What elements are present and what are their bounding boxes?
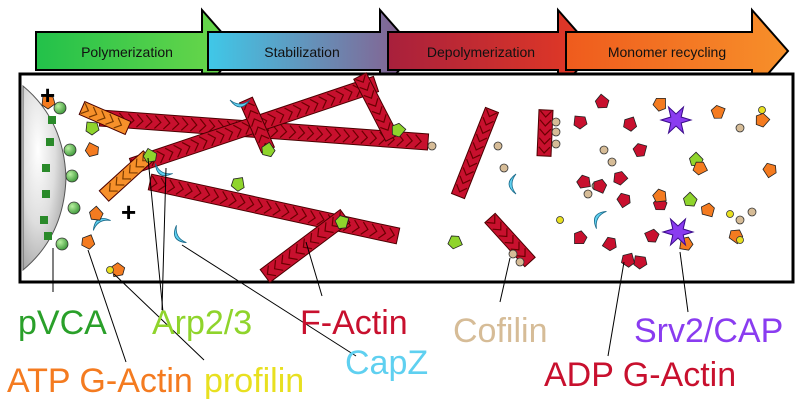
pvca-domain-1 bbox=[46, 138, 54, 146]
capz-1 bbox=[154, 163, 173, 176]
capz-2 bbox=[174, 225, 187, 244]
adp-g-actin-10 bbox=[644, 228, 660, 243]
atp-g-actin-2 bbox=[89, 205, 104, 221]
cofilin-4 bbox=[551, 127, 561, 137]
particles bbox=[40, 93, 777, 278]
cofilin-11 bbox=[607, 157, 617, 167]
profilin-2 bbox=[726, 210, 734, 218]
adp-g-actin-7 bbox=[616, 192, 631, 209]
legend-adp-g-actin: ADP G-Actin bbox=[544, 356, 736, 394]
filament-right-stub bbox=[353, 72, 399, 142]
pvca-domain-0 bbox=[48, 116, 56, 124]
stage-label-0: Polymerization bbox=[81, 44, 173, 60]
legend-capz: CapZ bbox=[345, 344, 428, 382]
pvca-domain-3 bbox=[42, 190, 50, 198]
depoly-fragment-3 bbox=[536, 109, 554, 157]
atp-g-actin-0 bbox=[41, 95, 56, 110]
pvca-domain-5 bbox=[44, 232, 52, 240]
srv2-cap-1 bbox=[661, 217, 695, 247]
cofilin-12 bbox=[735, 123, 745, 133]
stage-label-1: Stabilization bbox=[264, 44, 340, 60]
atp-g-actin-9 bbox=[700, 202, 715, 218]
cofilin-2 bbox=[499, 163, 509, 173]
pvca-ball-4 bbox=[55, 237, 69, 251]
stage-arrow-0 bbox=[35, 7, 240, 95]
legend-cofilin: Cofilin bbox=[453, 312, 547, 350]
stage-arrow-3 bbox=[565, 7, 790, 95]
arp23-4 bbox=[334, 215, 350, 229]
stage-arrows: Polymerization Stabilization Depolymerizat… bbox=[35, 7, 790, 95]
legend-profilin: profilin bbox=[204, 362, 304, 400]
arp23-2 bbox=[261, 141, 276, 158]
growing-branch-top bbox=[78, 100, 132, 136]
adp-g-actin-2 bbox=[623, 116, 638, 132]
cell-box bbox=[18, 72, 795, 284]
adp-g-actin-4 bbox=[613, 171, 629, 186]
stage-arrow-1 bbox=[207, 7, 418, 95]
cofilin-1 bbox=[493, 141, 503, 151]
adp-g-actin-1 bbox=[594, 93, 610, 109]
pvca-ball-1 bbox=[63, 143, 77, 157]
srv2-cap-0 bbox=[659, 105, 693, 135]
atp-g-actin-3 bbox=[81, 234, 96, 250]
adp-g-actin-6 bbox=[593, 178, 608, 194]
capz-5 bbox=[92, 218, 111, 231]
atp-g-actin-1 bbox=[84, 142, 99, 157]
legend-f-actin: F-Actin bbox=[300, 304, 408, 342]
arp23-0 bbox=[85, 121, 100, 136]
pvca-domain-2 bbox=[42, 164, 50, 172]
legend-srv2-cap: Srv2/CAP bbox=[634, 312, 783, 350]
arp23-free-1 bbox=[683, 191, 698, 207]
cofilin-9 bbox=[583, 189, 593, 199]
pvca-ball-0 bbox=[53, 101, 67, 115]
depoly-fragment-1 bbox=[450, 106, 500, 200]
cofilin-10 bbox=[599, 145, 609, 155]
adp-g-actin-5 bbox=[576, 174, 591, 189]
arp23-1 bbox=[142, 147, 158, 163]
cofilin-0 bbox=[427, 141, 437, 151]
pvca-domain-4 bbox=[40, 216, 48, 224]
leader-lines bbox=[52, 157, 689, 363]
atp-g-actin-5 bbox=[710, 104, 726, 119]
profilin-0 bbox=[106, 266, 114, 274]
atp-g-actin-7 bbox=[692, 161, 708, 176]
plus-sign-top: + bbox=[40, 80, 55, 110]
stage-arrow-2 bbox=[387, 7, 596, 95]
legend-arp23: Arp2/3 bbox=[152, 304, 252, 342]
arp23-5 bbox=[391, 122, 407, 138]
stage-label-3: Monomer recycling bbox=[608, 44, 726, 60]
plus-sign-bottom: + bbox=[121, 197, 136, 227]
adp-g-actin-0 bbox=[573, 115, 588, 130]
adp-g-actin-8 bbox=[574, 230, 588, 245]
cofilin-14 bbox=[747, 207, 757, 217]
cofilin-6 bbox=[508, 249, 518, 259]
adp-g-actin-9 bbox=[601, 236, 617, 252]
pvca-ball-3 bbox=[67, 201, 81, 215]
adp-g-actin-3 bbox=[632, 143, 648, 158]
cofilin-3 bbox=[551, 117, 561, 127]
legend-atp-g-actin: ATP G-Actin bbox=[7, 362, 193, 400]
stage-label-2: Depolymerization bbox=[427, 44, 535, 60]
cofilin-13 bbox=[735, 215, 745, 225]
adp-g-actin-13 bbox=[621, 252, 635, 268]
pvca-ball-2 bbox=[65, 169, 79, 183]
actin-filaments bbox=[78, 72, 554, 284]
cofilin-7 bbox=[515, 257, 525, 267]
profilin-4 bbox=[758, 106, 766, 114]
arp23-6 bbox=[447, 235, 463, 250]
profilin-3 bbox=[736, 236, 744, 244]
atp-g-actin-8 bbox=[652, 188, 667, 203]
atp-g-actin-6 bbox=[755, 112, 771, 128]
cofilin-5 bbox=[551, 139, 561, 149]
capz-0 bbox=[229, 99, 251, 108]
capz-3 bbox=[508, 173, 517, 195]
arp23-3 bbox=[230, 177, 245, 192]
atp-g-actin-4 bbox=[652, 97, 666, 112]
atp-g-actin-11 bbox=[762, 162, 777, 179]
profilin-1 bbox=[556, 216, 564, 224]
legend-pvca: pVCA bbox=[18, 304, 107, 342]
capz-4 bbox=[594, 210, 607, 229]
